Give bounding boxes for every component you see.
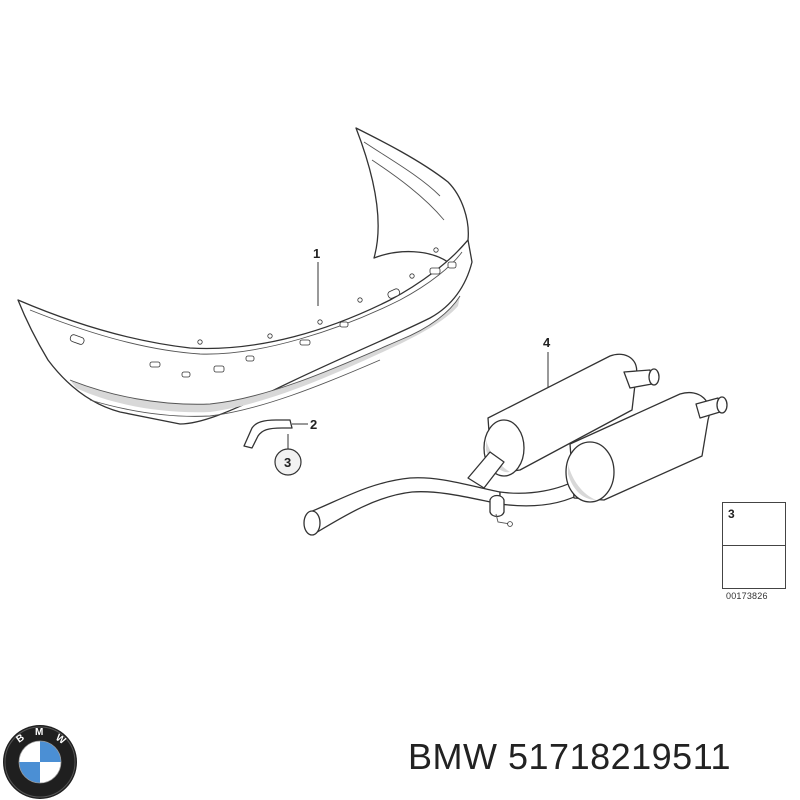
reference-box: 3 (722, 502, 786, 589)
diagram-code: 00173826 (726, 591, 768, 601)
footer-brand: BMW (408, 736, 498, 777)
rear-bumper (17, 127, 473, 425)
bmw-logo-icon: B M W (3, 725, 77, 799)
callout-4: 4 (543, 335, 551, 350)
callout-3: 3 (284, 455, 291, 470)
callout-1: 1 (313, 246, 320, 261)
footer-part-number: 51718219511 (508, 736, 732, 777)
exhaust-muffler (303, 353, 728, 536)
bracket (243, 419, 293, 449)
reference-divider (723, 545, 785, 546)
callout-3-circle (274, 448, 302, 476)
callout-2: 2 (310, 417, 317, 432)
svg-text:M: M (35, 727, 43, 738)
footer-part-label: BMW 51718219511 (408, 736, 731, 778)
reference-part-number: 3 (728, 507, 735, 521)
